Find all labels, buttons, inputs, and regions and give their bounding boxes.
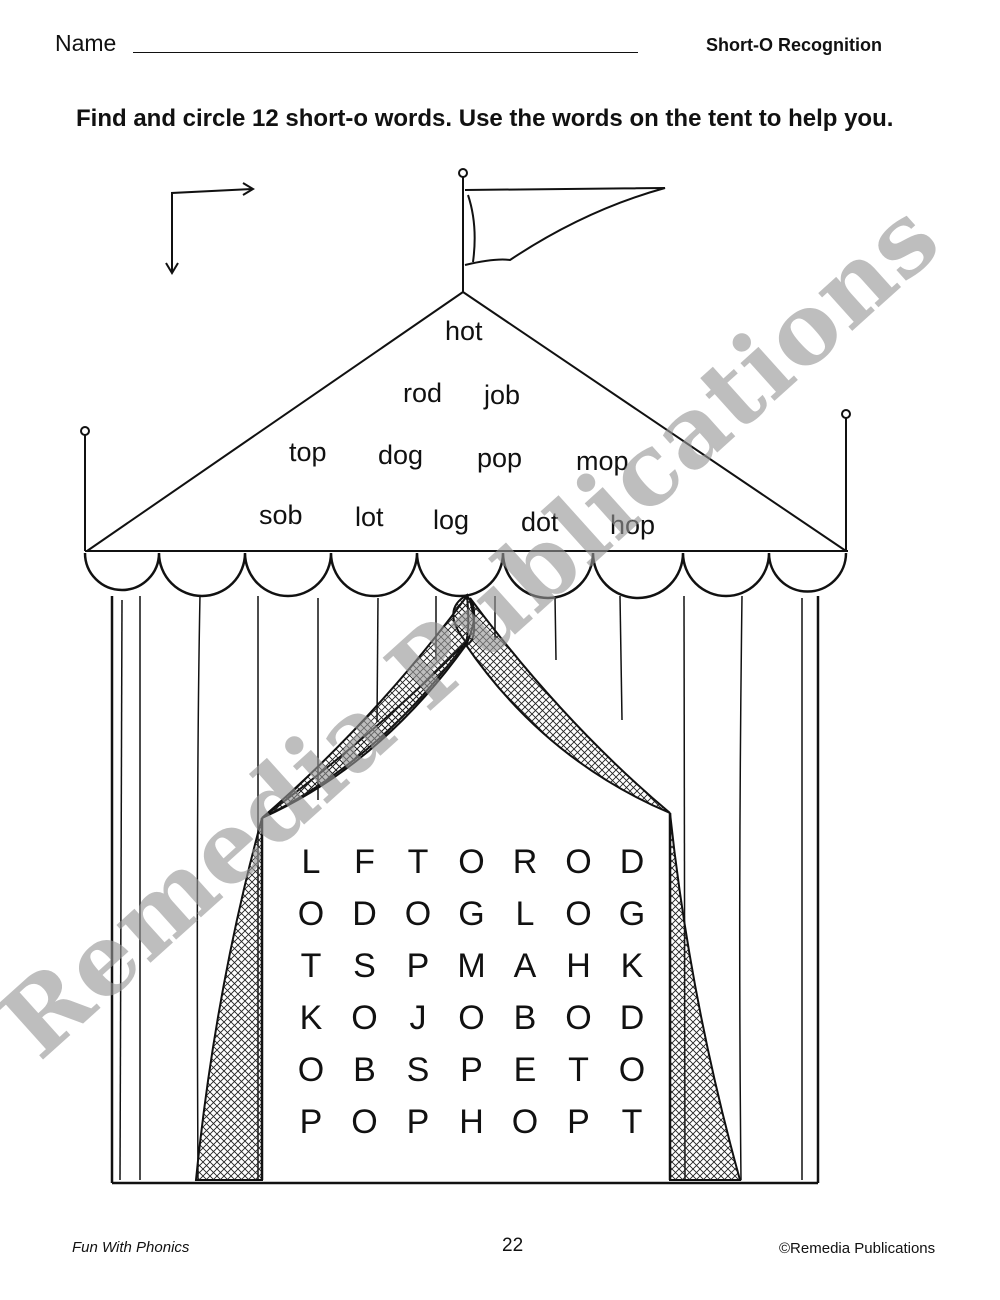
grid-letter[interactable]: O <box>511 1103 539 1141</box>
grid-letter[interactable]: P <box>567 1103 590 1141</box>
grid-letter[interactable]: P <box>299 1103 323 1141</box>
tent-word: hop <box>610 510 656 540</box>
grid-letter[interactable]: H <box>459 1103 484 1141</box>
grid-letter[interactable]: O <box>565 999 592 1037</box>
grid-letter[interactable]: A <box>513 947 537 985</box>
tent-word: log <box>433 505 470 535</box>
grid-letter[interactable]: O <box>297 895 325 933</box>
footer-book-title: Fun With Phonics <box>72 1239 190 1256</box>
tent-word: sob <box>259 500 303 530</box>
tent-word: lot <box>355 502 384 532</box>
grid-letter[interactable]: P <box>460 1051 483 1089</box>
grid-letter[interactable]: S <box>353 947 376 985</box>
grid-letter[interactable]: D <box>352 895 377 933</box>
grid-letter[interactable]: O <box>404 895 432 933</box>
grid-letter[interactable]: J <box>409 999 427 1037</box>
tent-word: job <box>484 380 521 410</box>
grid-letter[interactable]: D <box>619 843 645 881</box>
tent-word: rod <box>403 378 443 408</box>
grid-letter[interactable]: H <box>566 947 591 985</box>
grid-letter[interactable]: G <box>458 895 485 933</box>
grid-letter[interactable]: O <box>297 1051 325 1089</box>
grid-letter[interactable]: B <box>353 1051 376 1089</box>
flag-icon <box>458 168 666 292</box>
worksheet-topic: Short-O Recognition <box>706 35 882 55</box>
grid-letter[interactable]: R <box>512 843 538 881</box>
grid-letter[interactable]: P <box>406 1103 430 1141</box>
grid-letter[interactable]: F <box>354 843 375 881</box>
tent-word: top <box>289 437 327 467</box>
footer-copyright: ©Remedia Publications <box>779 1240 936 1257</box>
grid-letter[interactable]: S <box>406 1051 430 1089</box>
grid-letter[interactable]: O <box>458 999 485 1037</box>
grid-letter[interactable]: O <box>351 1103 378 1141</box>
tent-word: hot <box>445 316 483 346</box>
instructions: Find and circle 12 short-o words. Use th… <box>76 105 894 132</box>
grid-letter[interactable]: E <box>513 1051 537 1089</box>
grid-letter[interactable]: L <box>301 843 321 881</box>
grid-letter[interactable]: O <box>618 1051 646 1089</box>
grid-letter[interactable]: O <box>458 843 485 881</box>
grid-letter[interactable]: O <box>565 895 592 933</box>
grid-letter[interactable]: M <box>457 947 486 985</box>
grid-letter[interactable]: T <box>407 843 429 881</box>
grid-letter[interactable]: T <box>621 1103 643 1141</box>
grid-letter[interactable]: T <box>300 947 322 985</box>
grid-letter[interactable]: D <box>619 999 645 1037</box>
name-writing-line <box>133 52 638 53</box>
grid-letter[interactable]: K <box>299 999 323 1037</box>
grid-letter[interactable]: T <box>568 1051 589 1089</box>
tent-word: mop <box>576 446 629 476</box>
grid-letter[interactable]: L <box>515 895 535 933</box>
grid-letter[interactable]: O <box>351 999 378 1037</box>
tent-word: pop <box>477 443 523 473</box>
name-label: Name <box>55 30 117 56</box>
direction-arrows-icon <box>165 182 255 275</box>
grid-letter[interactable]: B <box>513 999 537 1037</box>
grid-letter[interactable]: G <box>618 895 646 933</box>
grid-letter[interactable]: O <box>565 843 592 881</box>
grid-letter[interactable]: K <box>620 947 644 985</box>
tent-word: dog <box>378 440 424 470</box>
grid-letter[interactable]: P <box>406 947 430 985</box>
tent-word: dot <box>521 507 559 537</box>
page-number: 22 <box>502 1235 524 1256</box>
